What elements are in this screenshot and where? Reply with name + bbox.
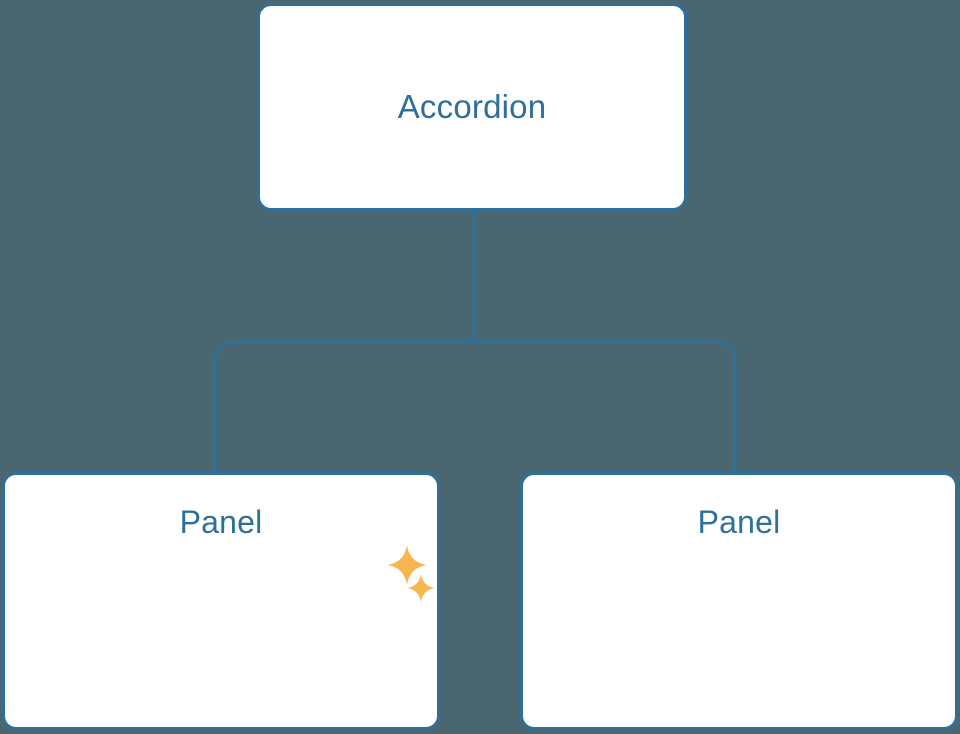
node-accordion[interactable]: Accordion — [257, 3, 687, 211]
node-panel-inactive-title: Panel — [697, 504, 781, 540]
node-panel-active-title: Panel — [179, 504, 263, 540]
connector-branch-left — [213, 340, 473, 474]
node-panel-inactive[interactable]: Panel — [520, 472, 958, 730]
connector-branch-right — [473, 340, 737, 474]
node-panel-active[interactable]: Panel — [2, 472, 440, 730]
node-accordion-title: Accordion — [397, 87, 547, 125]
